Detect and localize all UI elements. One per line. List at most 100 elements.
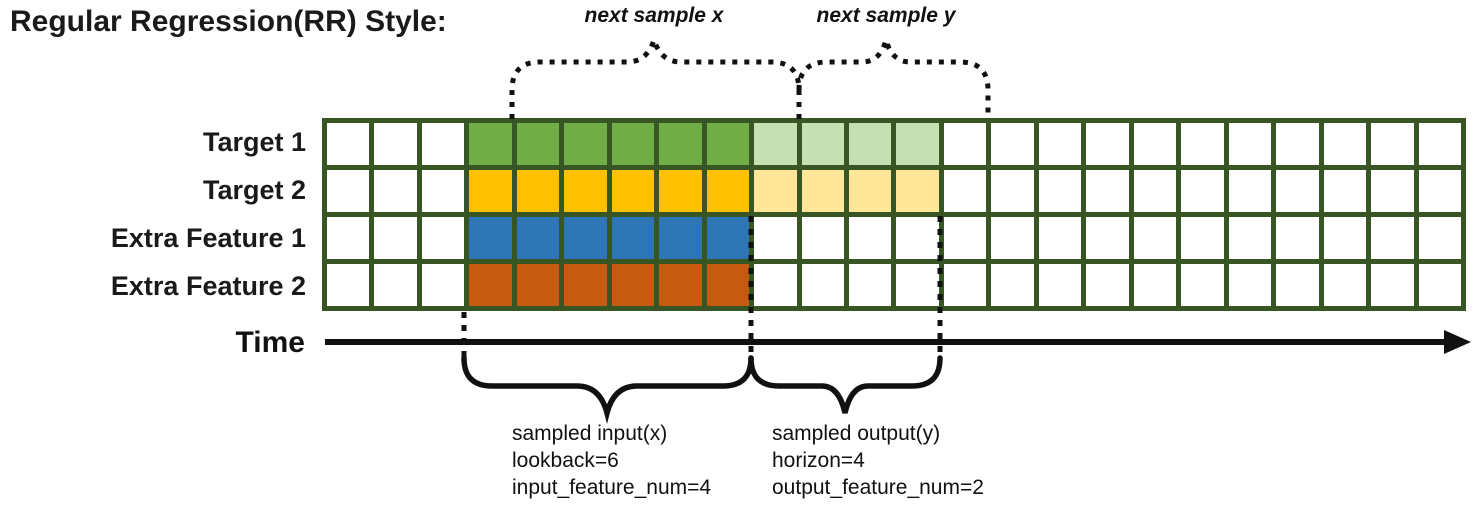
grid-cell	[1418, 264, 1461, 306]
grid-cell	[1228, 170, 1272, 212]
grid-cell	[991, 217, 1034, 259]
grid-cell	[1371, 123, 1414, 165]
grid-cell	[611, 264, 655, 306]
horizon-value: horizon=4	[772, 449, 865, 472]
time-axis-arrowhead	[1444, 330, 1471, 354]
row-label-extra-feature-2: Extra Feature 2	[110, 271, 306, 302]
next-sample-x-label: next sample x	[584, 4, 724, 27]
grid-cell	[374, 217, 417, 259]
grid-cell	[327, 217, 370, 259]
grid-cell	[516, 264, 560, 306]
grid-cell	[1086, 123, 1129, 165]
grid-cell	[1228, 123, 1272, 165]
grid-cell	[1371, 217, 1414, 259]
time-series-grid	[322, 118, 1466, 311]
grid-cell	[1181, 123, 1224, 165]
grid-cell	[943, 217, 987, 259]
grid-cell	[1038, 123, 1082, 165]
grid-cell	[943, 264, 987, 306]
next-sample-y-brace	[796, 30, 991, 119]
grid-cell	[611, 170, 655, 212]
grid-cell	[706, 217, 750, 259]
grid-cell	[754, 264, 797, 306]
grid-cell	[801, 264, 845, 306]
grid-cell	[564, 170, 607, 212]
grid-cell	[1086, 217, 1129, 259]
row-label-target-1: Target 1	[202, 126, 306, 157]
sampled-input-annotation: sampled input(x) lookback=6 input_featur…	[512, 420, 711, 501]
grid-cell	[943, 123, 987, 165]
grid-cell	[801, 170, 845, 212]
sampled-input-title: sampled input(x)	[512, 422, 668, 445]
grid-cell	[1323, 170, 1367, 212]
grid-cell	[1418, 123, 1461, 165]
next-sample-x-brace	[509, 31, 802, 119]
grid-cell	[1323, 123, 1367, 165]
grid-cell	[754, 170, 797, 212]
grid-cell	[1086, 170, 1129, 212]
grid-cell	[564, 123, 607, 165]
sampled-output-brace	[748, 355, 943, 414]
grid-cell	[1371, 264, 1414, 306]
grid-cell	[469, 123, 512, 165]
grid-cell	[1133, 217, 1177, 259]
grid-cell	[327, 170, 370, 212]
output-feature-num-value: output_feature_num=2	[772, 476, 984, 499]
grid-cell	[1086, 264, 1129, 306]
row-label-extra-feature-1: Extra Feature 1	[110, 223, 306, 254]
grid-cell	[849, 123, 892, 165]
grid-cell	[849, 217, 892, 259]
grid-cell	[659, 264, 702, 306]
grid-cell	[1418, 217, 1461, 259]
grid-cell	[1133, 170, 1177, 212]
grid-cell	[1323, 217, 1367, 259]
grid-cell	[659, 170, 702, 212]
grid-cell	[1038, 217, 1082, 259]
grid-cell	[1228, 217, 1272, 259]
grid-cell	[1228, 264, 1272, 306]
grid-cell	[516, 170, 560, 212]
sampled-input-brace	[461, 355, 754, 424]
input-feature-num-value: input_feature_num=4	[512, 476, 712, 499]
grid-cell	[327, 264, 370, 306]
grid-cell	[469, 170, 512, 212]
grid-cell	[1038, 170, 1082, 212]
grid-cell	[1038, 264, 1082, 306]
row-labels: Target 1 Target 2 Extra Feature 1 Extra …	[0, 118, 306, 311]
grid-cell	[421, 170, 465, 212]
grid-cell	[1276, 217, 1319, 259]
grid-cell	[564, 217, 607, 259]
grid-cell	[991, 123, 1034, 165]
grid-cell	[469, 264, 512, 306]
grid-cell	[849, 170, 892, 212]
grid-cell	[991, 170, 1034, 212]
grid-cell	[374, 264, 417, 306]
sampled-output-title: sampled output(y)	[772, 422, 941, 445]
grid-cell	[421, 217, 465, 259]
grid-cell	[896, 170, 939, 212]
grid-cell	[754, 217, 797, 259]
grid-cell	[1133, 264, 1177, 306]
grid-cell	[896, 123, 939, 165]
grid-cell	[1133, 123, 1177, 165]
grid-cell	[421, 264, 465, 306]
grid-cell	[564, 264, 607, 306]
grid-cell	[1181, 170, 1224, 212]
sampled-output-annotation: sampled output(y) horizon=4 output_featu…	[772, 420, 984, 501]
grid-cell	[1323, 264, 1367, 306]
grid-cell	[896, 217, 939, 259]
lookback-value: lookback=6	[512, 449, 619, 472]
grid-cell	[659, 123, 702, 165]
grid-cell	[374, 170, 417, 212]
time-axis-label: Time	[235, 326, 305, 359]
grid-cell	[991, 264, 1034, 306]
grid-cell	[516, 217, 560, 259]
grid-cell	[327, 123, 370, 165]
grid-cell	[1181, 217, 1224, 259]
grid-cell	[421, 123, 465, 165]
grid-cell	[1418, 170, 1461, 212]
grid-cell	[1276, 264, 1319, 306]
grid-cell	[706, 123, 750, 165]
grid-cell	[611, 123, 655, 165]
